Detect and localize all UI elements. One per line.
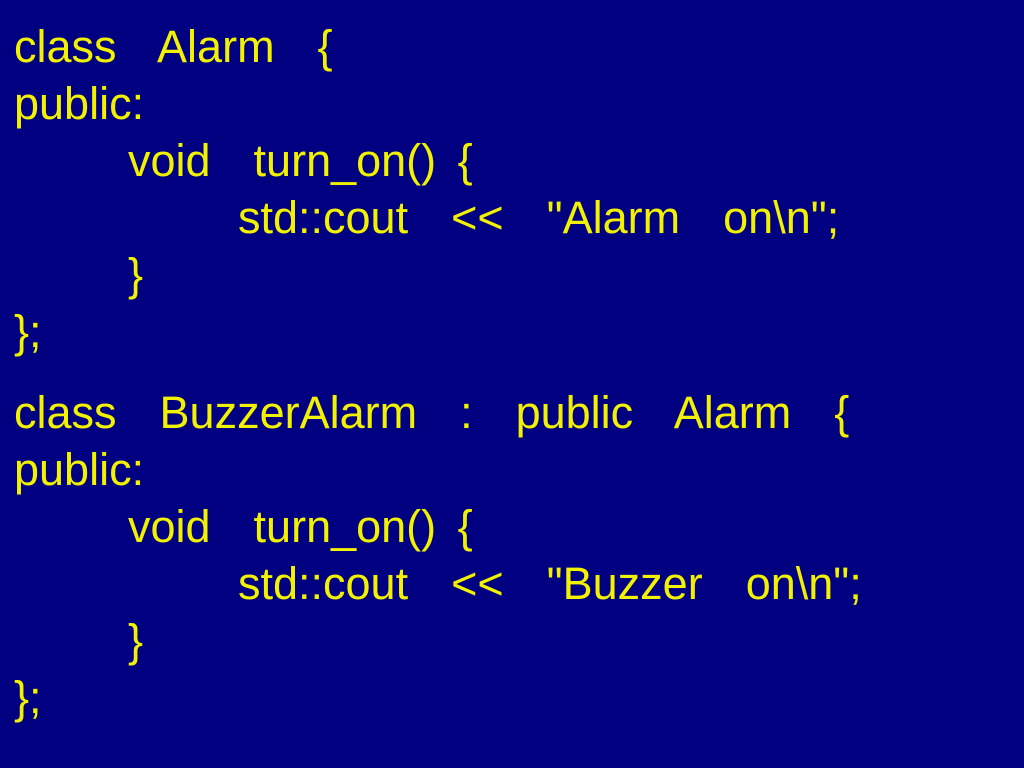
code-line: }; — [14, 672, 42, 723]
code-line: public: — [14, 78, 145, 129]
code-line: class Alarm { — [14, 21, 333, 72]
code-line: } — [128, 615, 144, 666]
code-line: void turn_on() { — [128, 501, 473, 552]
code-line: void turn_on() { — [128, 135, 473, 186]
code-line: std::cout << "Buzzer on\n"; — [238, 558, 862, 609]
code-block-alarm: class Alarm { public: void turn_on() { s… — [0, 18, 1024, 360]
code-line: class BuzzerAlarm : public Alarm { — [14, 387, 850, 438]
code-line: } — [128, 249, 144, 300]
code-line: }; — [14, 306, 42, 357]
code-line: std::cout << "Alarm on\n"; — [238, 192, 840, 243]
code-line: public: — [14, 444, 145, 495]
code-block-buzzeralarm: class BuzzerAlarm : public Alarm { publi… — [0, 384, 1024, 726]
